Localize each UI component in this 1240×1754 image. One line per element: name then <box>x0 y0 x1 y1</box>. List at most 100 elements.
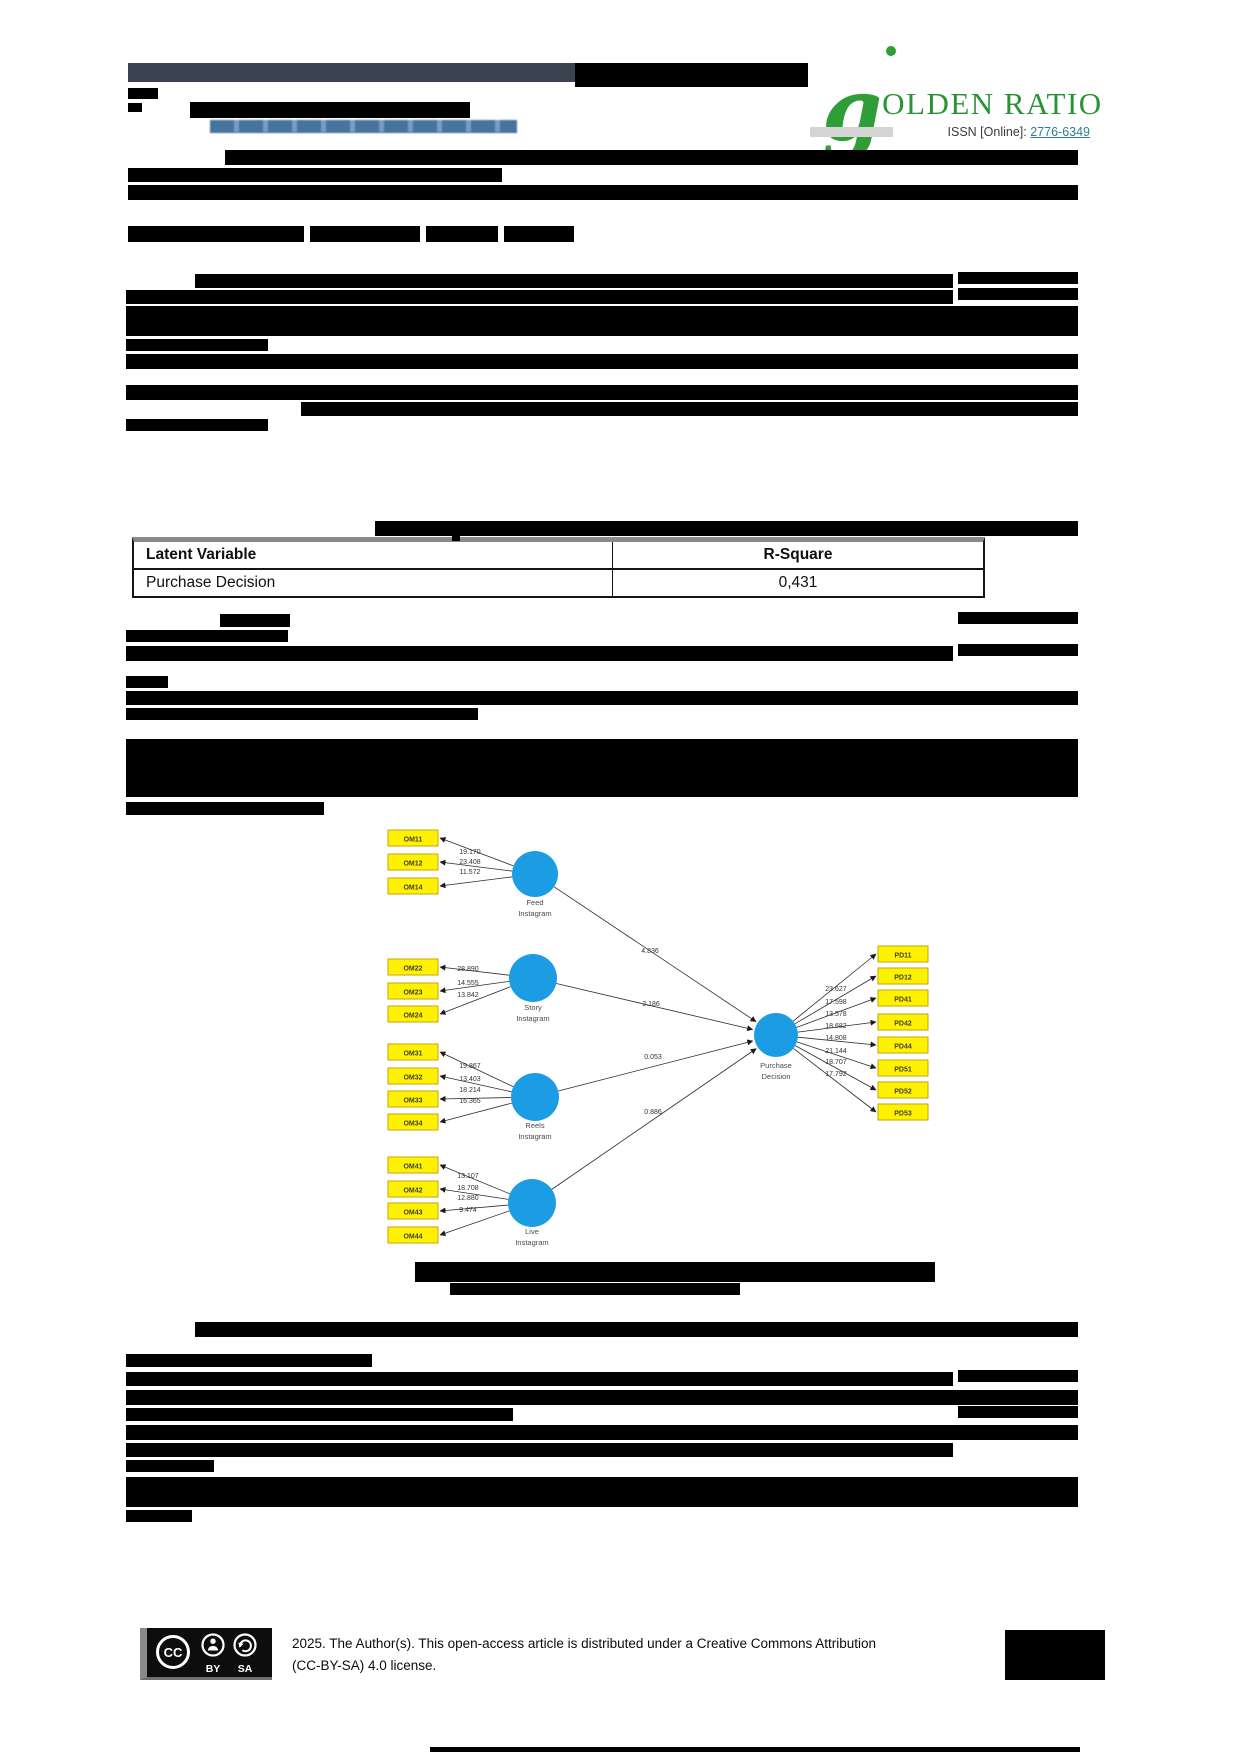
indicator-box-PD44 <box>877 1036 929 1054</box>
redacted-text-bar <box>126 306 1078 336</box>
loading-value: 11.572 <box>460 869 481 876</box>
redacted-text-bar <box>126 339 268 351</box>
indicator-label: PD41 <box>894 997 912 1004</box>
loading-arrow <box>439 1186 509 1200</box>
issn-line: ISSN [Online]: 2776-6349 <box>790 125 1090 139</box>
latent-label: Live <box>525 1227 539 1236</box>
loading-arrow <box>439 1102 512 1124</box>
loading-arrow <box>439 876 513 889</box>
redacted-text-bar <box>450 1283 740 1295</box>
loading-value: 12.880 <box>457 1195 479 1202</box>
loading-value: 23.627 <box>825 986 847 993</box>
indicator-label: PD52 <box>894 1089 912 1096</box>
redacted-text-bar <box>128 168 502 182</box>
indicator-box-OM24 <box>387 1005 439 1023</box>
loading-arrow <box>794 975 877 1025</box>
indicator-label: OM12 <box>403 861 422 868</box>
redacted-text-bar <box>958 288 1078 300</box>
latent-circle-feed-instagram <box>512 851 558 897</box>
redacted-text-bar <box>128 88 158 99</box>
table-cell-r-square-value: 0,431 <box>612 570 983 596</box>
sa-arrow-icon <box>232 1632 257 1657</box>
redacted-text-bar <box>452 536 460 541</box>
license-text: 2025. The Author(s). This open-access ar… <box>292 1633 992 1676</box>
sa-label: SA <box>237 1663 252 1675</box>
cc-badge-graphic: CC BY SA <box>155 1632 257 1675</box>
loading-arrow <box>797 1019 877 1033</box>
loading-arrow <box>439 980 510 994</box>
redacted-text-bar <box>195 1322 1078 1337</box>
path-coefficient: 4.836 <box>641 948 659 955</box>
loading-arrow <box>439 1164 510 1195</box>
indicator-label: OM43 <box>403 1210 422 1217</box>
cc-icon <box>155 1634 190 1669</box>
cc-license-badge[interactable]: CC BY SA <box>140 1628 272 1680</box>
redacted-text-bar <box>126 691 1078 705</box>
indicator-label: PD12 <box>894 975 912 982</box>
path-coefficient: 2.186 <box>642 1001 660 1008</box>
redacted-text-bar <box>126 385 1078 400</box>
loading-arrow <box>792 953 877 1022</box>
redacted-text-bar <box>301 402 1078 416</box>
table-header-row: Latent Variable R-Square <box>134 542 983 570</box>
indicator-box-OM14 <box>387 877 439 895</box>
redacted-text-bar <box>126 419 268 431</box>
redacted-text-bar <box>958 644 1078 656</box>
redacted-text-bar <box>126 1443 953 1457</box>
loading-arrow <box>439 837 514 867</box>
issn-link[interactable]: 2776-6349 <box>1030 125 1090 139</box>
by-person-icon <box>200 1632 225 1657</box>
loading-value: 18.708 <box>457 1185 479 1192</box>
indicator-box-OM23 <box>387 982 439 1000</box>
loading-value: 23.408 <box>459 859 481 866</box>
indicator-box-OM12 <box>387 853 439 871</box>
redacted-text-bar <box>126 1408 513 1421</box>
table-row: Purchase Decision 0,431 <box>134 570 983 596</box>
redacted-text-bar <box>126 646 953 661</box>
loading-value: 19.867 <box>459 1063 481 1070</box>
redacted-text-bar <box>126 708 478 720</box>
latent-label: Story <box>524 1003 542 1012</box>
latent-label: Instagram <box>515 1238 548 1247</box>
indicator-label: PD44 <box>894 1044 912 1051</box>
redacted-text-bar <box>128 226 304 242</box>
latent-label: Instagram <box>518 1132 551 1141</box>
latent-circle-story-instagram <box>509 954 557 1002</box>
loading-value: 18.214 <box>459 1087 481 1094</box>
loading-arrow <box>439 1210 510 1237</box>
loading-arrow <box>439 1051 514 1088</box>
loading-value: 16.365 <box>459 1098 481 1105</box>
redacted-text-bar <box>128 103 142 112</box>
loading-arrow <box>793 1048 877 1113</box>
cc-icon-label: CC <box>163 1645 182 1660</box>
indicator-box-OM41 <box>387 1156 439 1174</box>
logo-wordmark: OLDEN RATIO <box>882 86 1103 121</box>
redacted-text-bar <box>310 226 420 242</box>
redacted-text-bar <box>958 1406 1078 1418</box>
indicator-box-OM31 <box>387 1043 439 1061</box>
indicator-box-OM32 <box>387 1067 439 1085</box>
latent-circle-reels-instagram <box>511 1073 559 1121</box>
indicator-box-OM33 <box>387 1090 439 1108</box>
license-line-1: 2025. The Author(s). This open-access ar… <box>292 1636 877 1651</box>
table-header-r-square: R-Square <box>612 542 983 568</box>
issn-label: ISSN [Online]: <box>947 125 1027 139</box>
indicator-label: OM24 <box>403 1013 422 1020</box>
redacted-text-bar <box>126 1510 192 1522</box>
indicator-label: OM33 <box>403 1098 422 1105</box>
loading-value: 17.598 <box>825 999 847 1006</box>
redacted-text-bar <box>958 1370 1078 1382</box>
redacted-text-bar <box>126 1372 953 1386</box>
redacted-text-bar <box>126 630 288 642</box>
indicator-box-OM43 <box>387 1202 439 1220</box>
redacted-text-bar <box>128 63 575 82</box>
loading-value: 14.808 <box>825 1035 847 1042</box>
loading-arrow <box>439 1074 512 1093</box>
journal-logo: g OLDEN RATIO <box>822 44 1122 154</box>
indicator-label: OM42 <box>403 1188 422 1195</box>
redacted-text-bar <box>958 612 1078 624</box>
loading-arrow <box>797 1036 877 1048</box>
redacted-text-bar <box>190 102 470 118</box>
indicator-label: OM34 <box>403 1121 422 1128</box>
indicator-box-PD11 <box>877 945 929 963</box>
